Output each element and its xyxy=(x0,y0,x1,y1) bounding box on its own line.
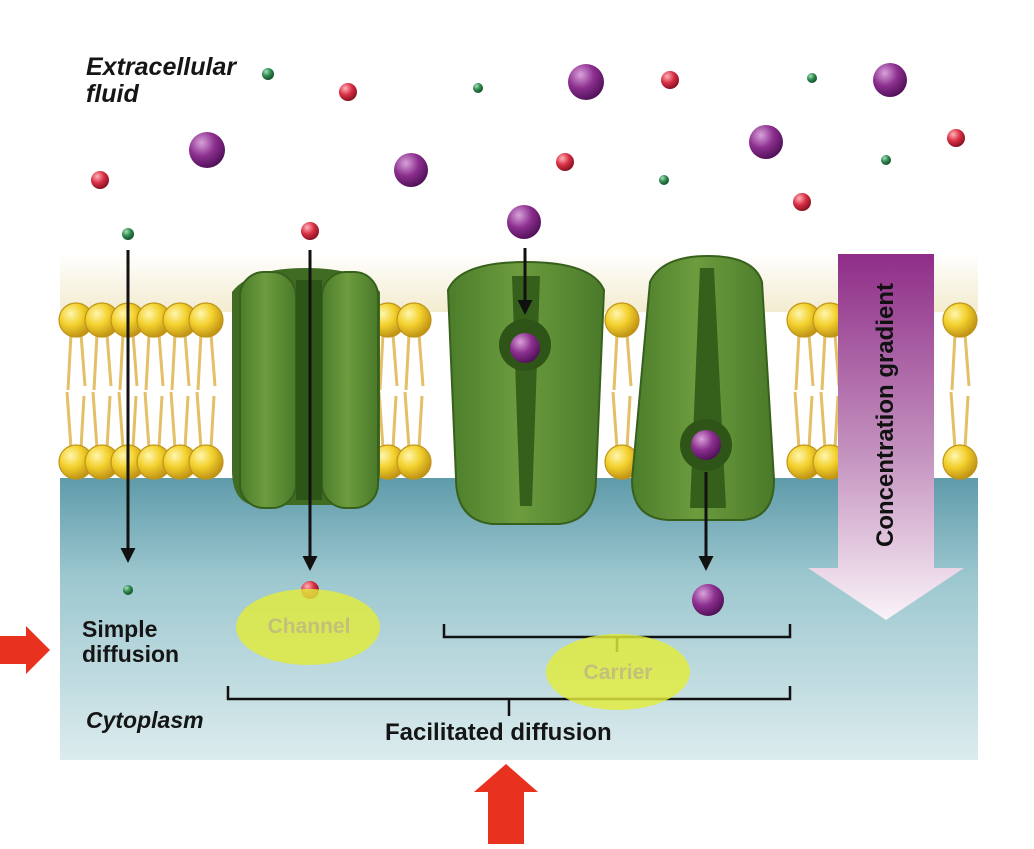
large-solute-molecule xyxy=(873,63,907,97)
small-solute-molecule xyxy=(881,155,891,165)
lipid-tail xyxy=(66,333,87,391)
simple-label-line1: Simple xyxy=(82,616,158,642)
lipid-tail xyxy=(819,391,840,449)
small-solute-molecule xyxy=(473,83,483,93)
lipid-tail xyxy=(403,391,424,449)
medium-solute-molecule xyxy=(556,153,574,171)
carrier-protein-inward xyxy=(630,254,776,521)
lipid-tail xyxy=(144,333,165,391)
concentration-gradient-label: Concentration gradient xyxy=(872,283,899,548)
large-solute-molecule xyxy=(394,153,428,187)
concentration-gradient-arrow xyxy=(808,254,964,620)
lipid-head xyxy=(396,444,432,480)
lipid-tail xyxy=(65,391,86,449)
lipid-tail xyxy=(169,391,190,449)
solute-molecules xyxy=(91,63,965,616)
pointer-arrow-left xyxy=(0,626,50,674)
carrier-protein-outward xyxy=(446,260,606,525)
small-solute-molecule xyxy=(807,73,817,83)
lipid-head xyxy=(942,444,978,480)
lipid-tail xyxy=(378,333,399,391)
pointer-arrow-bottom xyxy=(474,764,538,844)
extracellular-label-line1: Extracellular xyxy=(86,53,237,81)
small-solute-molecule xyxy=(122,228,134,240)
lipid-tail xyxy=(143,391,164,449)
lipid-head xyxy=(604,302,640,338)
lipid-tail xyxy=(117,391,138,449)
lipid-tail xyxy=(793,391,814,449)
cytoplasm-label: Cytoplasm xyxy=(86,707,204,733)
lipid-tail xyxy=(949,391,970,449)
lipid-tail xyxy=(377,391,398,449)
large-solute-molecule xyxy=(568,64,604,100)
lipid-tail xyxy=(820,333,841,391)
large-solute-molecule xyxy=(189,132,225,168)
carrier-label: Carrier xyxy=(583,661,653,684)
channel-protein xyxy=(232,268,380,509)
medium-solute-molecule xyxy=(947,129,965,147)
lipid-tail xyxy=(91,391,112,449)
small-solute-molecule xyxy=(262,68,274,80)
medium-solute-molecule xyxy=(91,171,109,189)
medium-solute-molecule xyxy=(301,222,319,240)
lipid-tail xyxy=(950,333,971,391)
small-solute-molecule xyxy=(659,175,669,185)
medium-solute-molecule xyxy=(793,193,811,211)
extracellular-label-line2: fluid xyxy=(86,80,139,108)
channel-highlight xyxy=(236,589,380,665)
large-solute-molecule xyxy=(510,333,540,363)
facilitated-diffusion-label: Facilitated diffusion xyxy=(385,719,612,746)
lipid-head xyxy=(942,302,978,338)
lipid-tail xyxy=(196,333,217,391)
lipid-tail xyxy=(170,333,191,391)
medium-solute-molecule xyxy=(339,83,357,101)
lipid-tail xyxy=(195,391,216,449)
lipid-tail xyxy=(794,333,815,391)
lipid-tail xyxy=(611,391,632,449)
large-solute-molecule xyxy=(507,205,541,239)
medium-solute-molecule xyxy=(661,71,679,89)
carrier-highlight xyxy=(546,634,690,710)
lipid-tail xyxy=(404,333,425,391)
channel-label: Channel xyxy=(267,615,351,638)
lipid-tail xyxy=(118,333,139,391)
large-solute-molecule xyxy=(749,125,783,159)
lipid-head xyxy=(188,444,224,480)
phospholipid-tails xyxy=(65,333,971,449)
lipid-head xyxy=(396,302,432,338)
small-solute-molecule xyxy=(123,585,133,595)
simple-label-line2: diffusion xyxy=(82,640,180,667)
large-solute-molecule xyxy=(691,430,721,460)
lipid-tail xyxy=(612,333,633,391)
lipid-tail xyxy=(92,333,113,391)
facilitated-bracket xyxy=(226,686,792,716)
lipid-head xyxy=(188,302,224,338)
large-solute-molecule xyxy=(692,584,724,616)
